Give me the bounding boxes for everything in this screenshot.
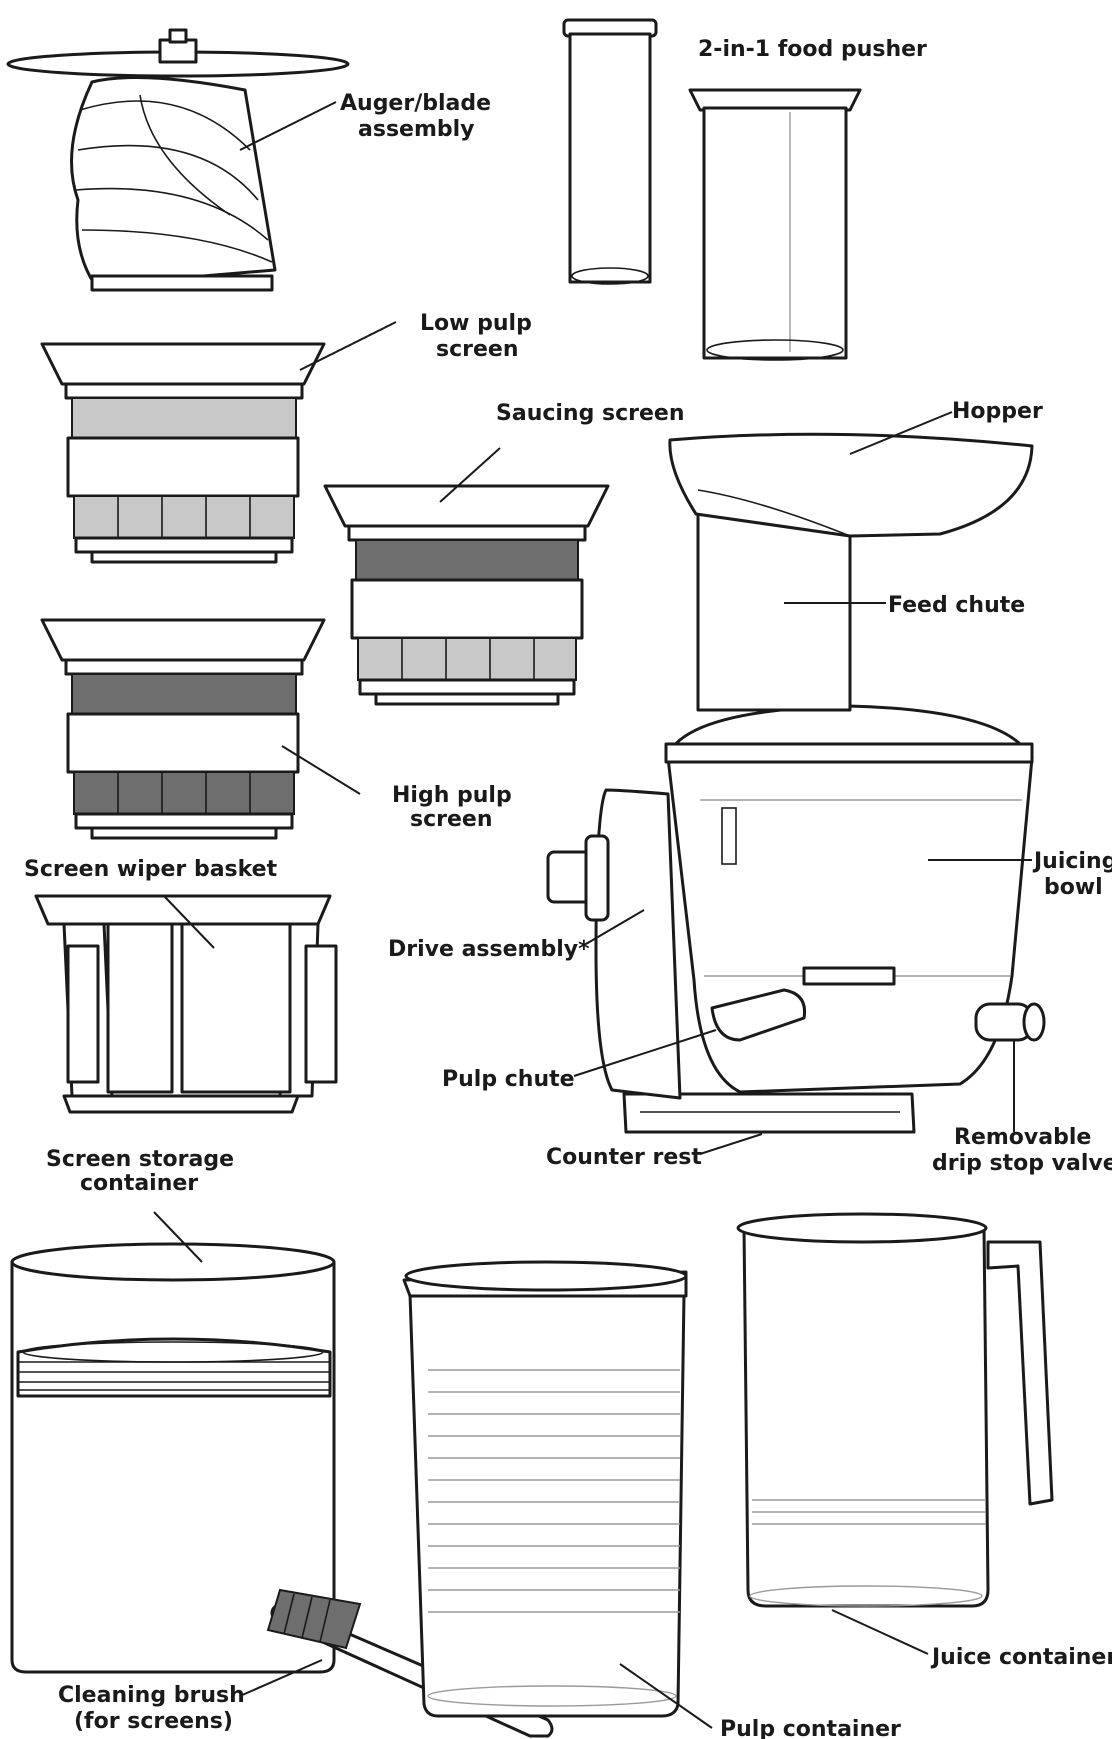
label-cleaning-brush-line2: (for screens) (74, 1709, 233, 1734)
juicer-main-unit (548, 434, 1044, 1132)
label-low-pulp-line1: Low pulp (420, 311, 532, 336)
label-storage-container-line1: Screen storage (46, 1147, 234, 1172)
label-auger-line1: Auger/blade (340, 91, 491, 116)
label-cleaning-brush-line1: Cleaning brush (58, 1683, 245, 1708)
label-food-pusher: 2-in-1 food pusher (698, 37, 927, 62)
high-pulp-screen (42, 620, 324, 838)
label-drive-assembly: Drive assembly* (388, 937, 590, 962)
label-high-pulp-line2: screen (410, 807, 493, 832)
label-drip-stop-line1: Removable (954, 1125, 1091, 1150)
label-high-pulp-line1: High pulp (392, 783, 512, 808)
label-juicing-bowl-line2: bowl (1044, 875, 1103, 900)
label-feed-chute: Feed chute (888, 593, 1025, 618)
label-low-pulp-line2: screen (436, 337, 519, 362)
label-storage-container-line2: container (80, 1171, 198, 1196)
label-screen-wiper-basket: Screen wiper basket (24, 857, 278, 882)
label-hopper: Hopper (952, 399, 1043, 424)
saucing-screen (325, 486, 608, 704)
label-counter-rest: Counter rest (546, 1145, 702, 1170)
juice-container (738, 1214, 1052, 1606)
label-auger-line2: assembly (358, 117, 475, 142)
food-pusher-wide (690, 90, 860, 360)
label-juicing-bowl-line1: Juicing (1032, 849, 1112, 874)
auger-blade-assembly (8, 30, 348, 290)
low-pulp-screen (42, 344, 324, 562)
label-saucing-screen: Saucing screen (496, 401, 685, 426)
food-pusher-narrow (564, 20, 656, 284)
pulp-container (404, 1262, 686, 1716)
label-juice-container: Juice container (930, 1645, 1112, 1670)
screen-wiper-basket (36, 896, 336, 1112)
label-drip-stop-line2: drip stop valve (932, 1151, 1112, 1176)
label-pulp-chute: Pulp chute (442, 1067, 575, 1092)
label-pulp-container: Pulp container (720, 1717, 901, 1739)
